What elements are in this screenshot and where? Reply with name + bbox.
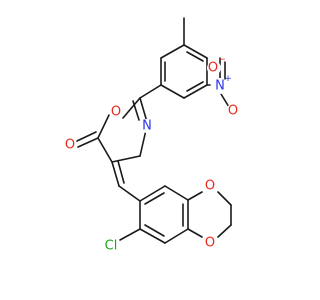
atom-nitro-nitrogen: N xyxy=(215,79,225,94)
atom-carbonyl-oxygen: O xyxy=(65,138,75,153)
nitro-nitrogen-charge: + xyxy=(224,74,232,84)
bonds xyxy=(76,17,232,244)
atom-nitro-oxygen-top: O xyxy=(208,61,218,76)
nitro-oxygen-charge: − xyxy=(218,55,226,65)
atom-dioxole-oxygen-bottom: O xyxy=(205,236,215,251)
atom-labels: N + O − O O N O Cl O O xyxy=(63,55,240,256)
atom-chlorine: Cl xyxy=(105,239,118,254)
chemical-structure: N + O − O O N O Cl O O xyxy=(63,17,240,256)
atom-ring-nitrogen: N xyxy=(142,119,152,134)
atom-dioxole-oxygen-top: O xyxy=(205,179,215,194)
atom-nitro-oxygen-bottom: O xyxy=(228,104,238,119)
atom-ring-oxygen: O xyxy=(111,105,121,120)
